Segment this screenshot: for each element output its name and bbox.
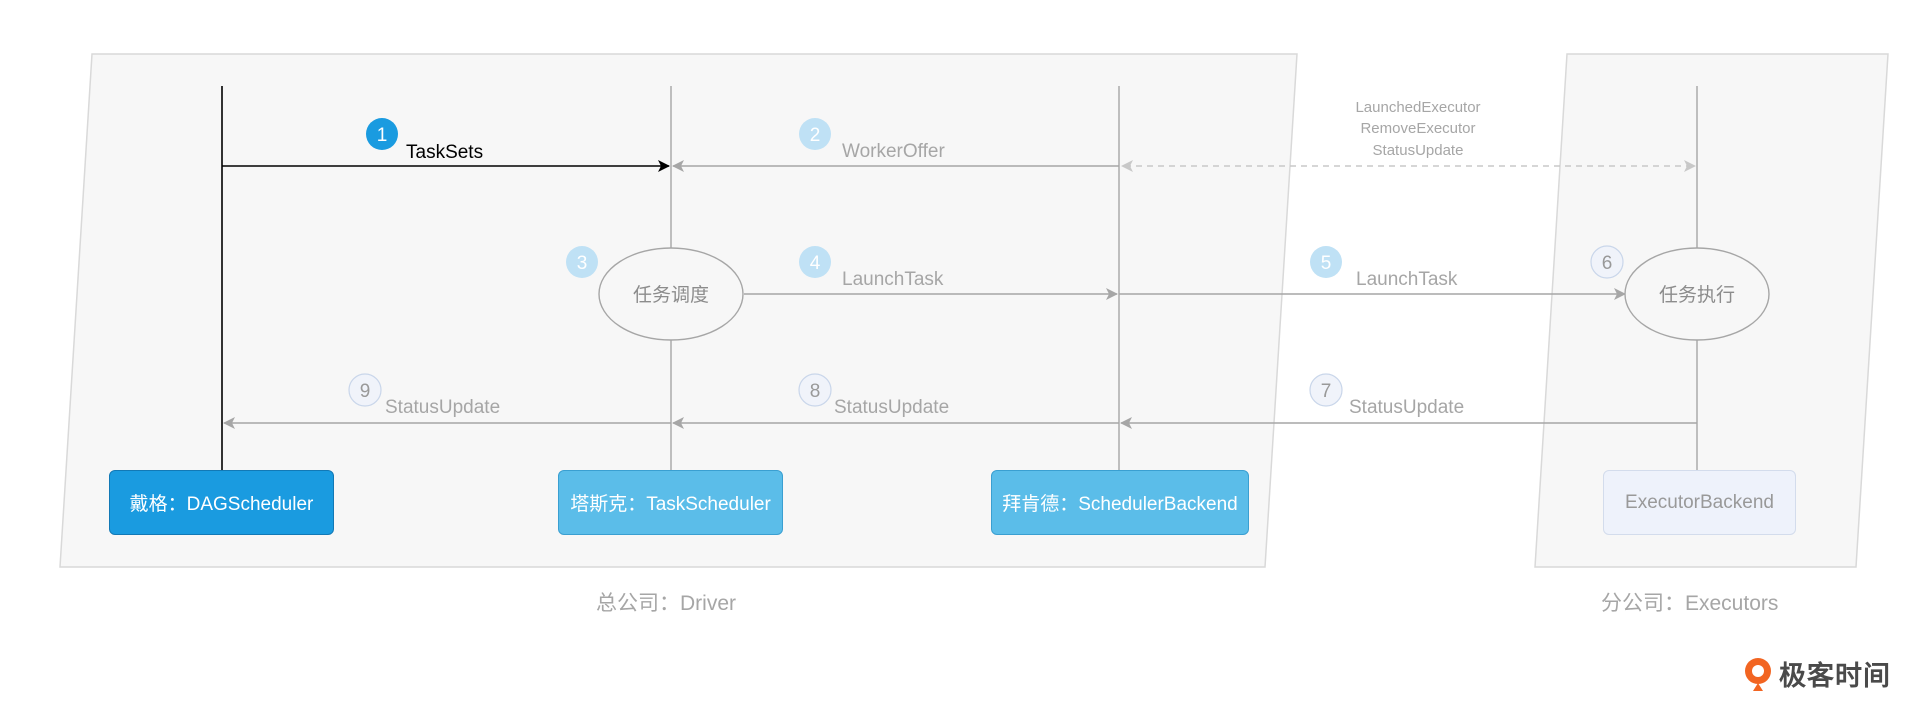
msg-launchtask-5: LaunchTask xyxy=(1356,269,1458,290)
schedule-ellipse-label: 任务调度 xyxy=(633,284,709,306)
svg-text:9: 9 xyxy=(360,381,371,402)
svg-text:1: 1 xyxy=(377,125,388,146)
executor-backend-node: ExecutorBackend xyxy=(1603,470,1796,535)
msg-statusupdate-8: StatusUpdate xyxy=(834,397,949,418)
msg-launchtask-4: LaunchTask xyxy=(842,269,944,290)
msg-statusupdate-9: StatusUpdate xyxy=(385,397,500,418)
step-1-badge: 1 xyxy=(366,118,398,150)
driver-region-label: 总公司：Driver xyxy=(596,592,736,615)
svg-text:7: 7 xyxy=(1321,381,1332,402)
msg-executor-statusupdate: StatusUpdate xyxy=(1373,142,1464,159)
geekbang-logo-icon xyxy=(1745,657,1771,691)
execute-ellipse xyxy=(1624,247,1770,341)
step-2-badge: 2 xyxy=(799,118,831,150)
geekbang-logo: 极客时间 xyxy=(1741,654,1891,693)
geekbang-logo-text: 极客时间 xyxy=(1779,661,1891,691)
step-3-badge: 3 xyxy=(566,246,598,278)
schedule-ellipse xyxy=(598,247,744,341)
executors-region-label: 分公司：Executors xyxy=(1601,592,1779,615)
scheduler-backend-node: 拜肯德：SchedulerBackend xyxy=(991,470,1249,535)
svg-text:4: 4 xyxy=(810,253,821,274)
step-6-badge: 6 xyxy=(1590,245,1624,279)
svg-text:5: 5 xyxy=(1321,253,1332,274)
msg-launched-executor: LaunchedExecutor xyxy=(1355,99,1480,116)
arrow-executor-events-left-head xyxy=(1121,160,1133,172)
step-9-badge: 9 xyxy=(348,373,382,407)
dag-scheduler-node: 戴格：DAGScheduler xyxy=(109,470,334,535)
task-scheduler-node: 塔斯克：TaskScheduler xyxy=(558,470,783,535)
step-4-badge: 4 xyxy=(799,246,831,278)
step-8-badge: 8 xyxy=(798,373,832,407)
svg-text:6: 6 xyxy=(1602,253,1613,274)
msg-remove-executor: RemoveExecutor xyxy=(1360,120,1475,137)
svg-text:3: 3 xyxy=(577,253,588,274)
step-5-badge: 5 xyxy=(1310,246,1342,278)
svg-text:2: 2 xyxy=(810,125,821,146)
svg-text:8: 8 xyxy=(810,381,821,402)
msg-workeroffer: WorkerOffer xyxy=(842,141,945,162)
execute-ellipse-label: 任务执行 xyxy=(1659,284,1735,306)
msg-statusupdate-7: StatusUpdate xyxy=(1349,397,1464,418)
msg-tasksets: TaskSets xyxy=(406,142,483,163)
step-7-badge: 7 xyxy=(1309,373,1343,407)
